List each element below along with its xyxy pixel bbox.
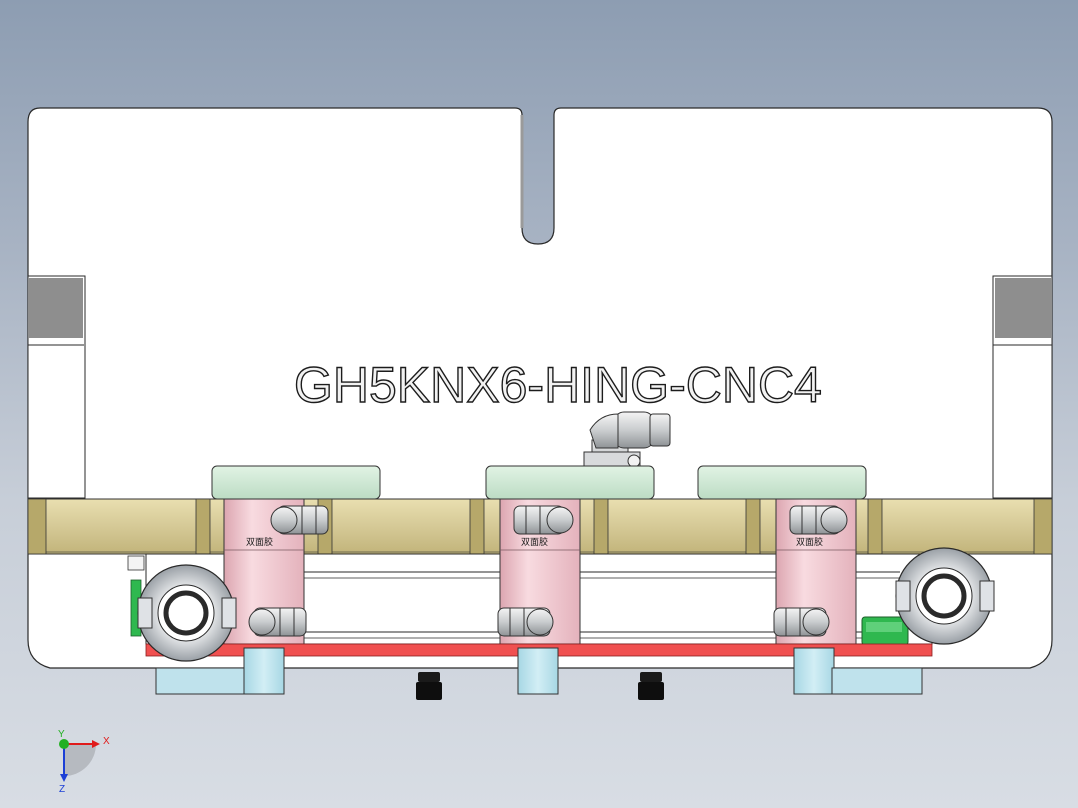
right-side-block[interactable]: [992, 275, 1053, 499]
elbow-air-fitting[interactable]: [583, 411, 671, 469]
bracket-stud-right[interactable]: [793, 647, 835, 695]
fitting-upper-left[interactable]: [270, 505, 329, 535]
bracket-bottom-left[interactable]: [155, 667, 249, 695]
y-axis-marker: [59, 739, 69, 749]
clamp-pad-left[interactable]: [211, 465, 381, 500]
fitting-upper-right[interactable]: [789, 505, 848, 535]
screw-right[interactable]: [638, 672, 664, 700]
fitting-lower-middle[interactable]: [497, 607, 554, 637]
z-axis-label: Z: [59, 784, 65, 795]
bracket-stud-left[interactable]: [243, 647, 285, 695]
green-sensor-right[interactable]: [861, 616, 909, 646]
clamp-pad-middle[interactable]: [485, 465, 655, 500]
fitting-lower-left[interactable]: [248, 607, 307, 637]
screw-left[interactable]: [416, 672, 442, 700]
x-axis-label: X: [103, 736, 110, 747]
fitting-lower-right[interactable]: [773, 607, 830, 637]
y-axis-label: Y: [58, 729, 65, 740]
bracket-stud-middle[interactable]: [517, 647, 559, 695]
locating-ring-left[interactable]: [137, 564, 237, 662]
left-side-block[interactable]: [27, 275, 86, 499]
clamp-label-right: 双面胶: [796, 536, 823, 548]
bracket-bottom-right[interactable]: [831, 667, 923, 695]
clamp-label-left: 双面胶: [246, 536, 273, 548]
clamp-pad-right[interactable]: [697, 465, 867, 500]
locating-ring-right[interactable]: [895, 547, 995, 645]
orientation-triad[interactable]: X Y Z: [58, 729, 110, 795]
clamp-label-middle: 双面胶: [521, 536, 548, 548]
engraved-part-number: GH5KNX6-HING-CNC4: [294, 357, 822, 413]
fitting-upper-middle[interactable]: [513, 505, 574, 535]
